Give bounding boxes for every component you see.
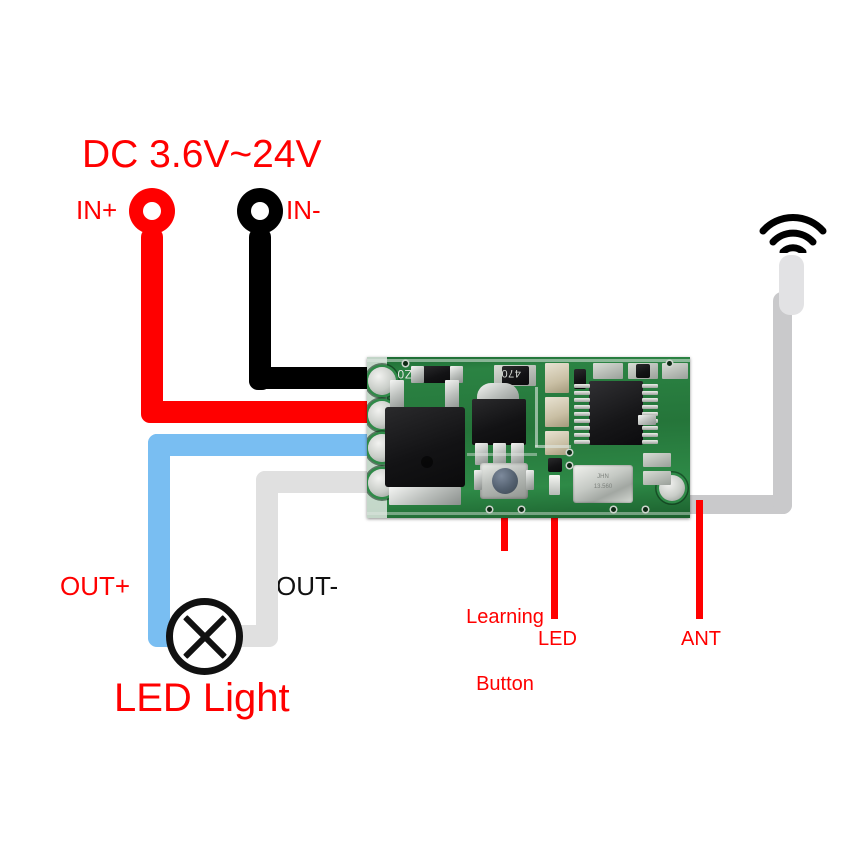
learning-button-dome[interactable] (492, 468, 518, 494)
led-label: LED (538, 628, 577, 650)
wire-out-minus-vertical (256, 471, 278, 646)
silk-trace-1 (535, 387, 538, 447)
regulator-pin-3 (511, 443, 524, 465)
component-smd-right-2 (643, 471, 671, 485)
learning-button-lead-left (474, 470, 482, 490)
in-plus-label: IN+ (76, 195, 118, 225)
component-resistor-470 (494, 365, 536, 386)
component-smd-top-3 (662, 363, 688, 379)
pad-smd-diode-left (411, 366, 424, 383)
via-3 (487, 507, 492, 512)
led-light-label: LED Light (114, 676, 290, 720)
resistor-470-body (502, 366, 529, 385)
learning-button-label-line2: Button (476, 672, 534, 695)
wire-in-plus-horizontal (141, 401, 384, 423)
regulator-pin-1 (475, 443, 488, 465)
component-capacitor-1 (545, 363, 569, 393)
component-smd-diode (423, 366, 451, 383)
in-minus-label: IN- (286, 195, 321, 225)
silk-mark-470: 470 (501, 367, 521, 379)
lamp-symbol (166, 598, 243, 675)
wire-in-minus-vertical (249, 228, 271, 390)
via-1 (567, 450, 572, 455)
out-minus-label: OUT- (276, 571, 339, 601)
in-minus-ring-terminal (237, 188, 283, 234)
in-plus-ring-terminal (129, 188, 175, 234)
rf-signal-icon (759, 214, 827, 253)
learning-button-component[interactable] (480, 463, 528, 499)
learning-button-label-line1: Learning (466, 605, 544, 628)
in-minus-ring-hole (251, 202, 269, 220)
regulator-pin-2 (493, 443, 506, 465)
led-pad-upper (548, 458, 562, 472)
component-capacitor-3 (545, 431, 569, 455)
component-capacitor-2 (545, 397, 569, 427)
component-mosfet-relay (385, 407, 465, 487)
pointer-ant (696, 500, 703, 619)
component-smd-top-1 (593, 363, 623, 379)
supply-voltage-label: DC 3.6V~24V (82, 133, 322, 176)
via-6 (643, 507, 648, 512)
wire-out-plus-vertical (148, 434, 170, 646)
component-crystal-oscillator: JHN 13.560 (573, 465, 633, 503)
mosfet-bottom-tab (389, 487, 461, 505)
via-8 (667, 361, 672, 366)
silk-trace-3 (467, 453, 537, 456)
component-smd-top-2-body (636, 364, 650, 378)
via-2 (567, 463, 572, 468)
component-voltage-regulator (472, 399, 526, 445)
crystal-mark-line1: JHN (597, 474, 609, 480)
out-plus-label: OUT+ (60, 571, 131, 601)
in-plus-ring-hole (143, 202, 161, 220)
crystal-mark-line2: 13.560 (593, 484, 613, 490)
via-7 (403, 361, 408, 366)
component-rf-decoder-ic (589, 381, 643, 445)
silk-trace-2 (535, 445, 571, 448)
pointer-led (551, 478, 558, 619)
receiver-pcb: 470 Z0 (367, 357, 690, 518)
learning-button-label: Learning Button (465, 561, 545, 740)
silk-top-rail (367, 359, 690, 362)
wire-in-minus-horizontal (249, 367, 384, 389)
mosfet-body-dimple (421, 456, 433, 468)
wire-in-plus-vertical (141, 228, 163, 420)
mosfet-lead-right (445, 380, 459, 410)
component-smd-right-1 (643, 453, 671, 467)
wire-antenna-vertical (773, 292, 792, 514)
antenna-stub (779, 255, 804, 315)
wire-out-plus-horizontal (148, 434, 384, 456)
pad-smd-diode-right (450, 366, 463, 383)
component-inductor (638, 415, 656, 425)
ant-label: ANT (681, 628, 721, 650)
via-4 (519, 507, 524, 512)
mosfet-lead-left (390, 380, 404, 410)
via-5 (611, 507, 616, 512)
status-led-component (549, 475, 560, 495)
component-smd-top-2 (628, 363, 658, 379)
wire-out-minus-horizontal (256, 471, 384, 493)
pointer-learning-button (501, 488, 508, 551)
silk-mark-z0: Z0 (397, 367, 413, 381)
learning-button-lead-right (526, 470, 534, 490)
silk-bottom-rail (367, 512, 690, 515)
